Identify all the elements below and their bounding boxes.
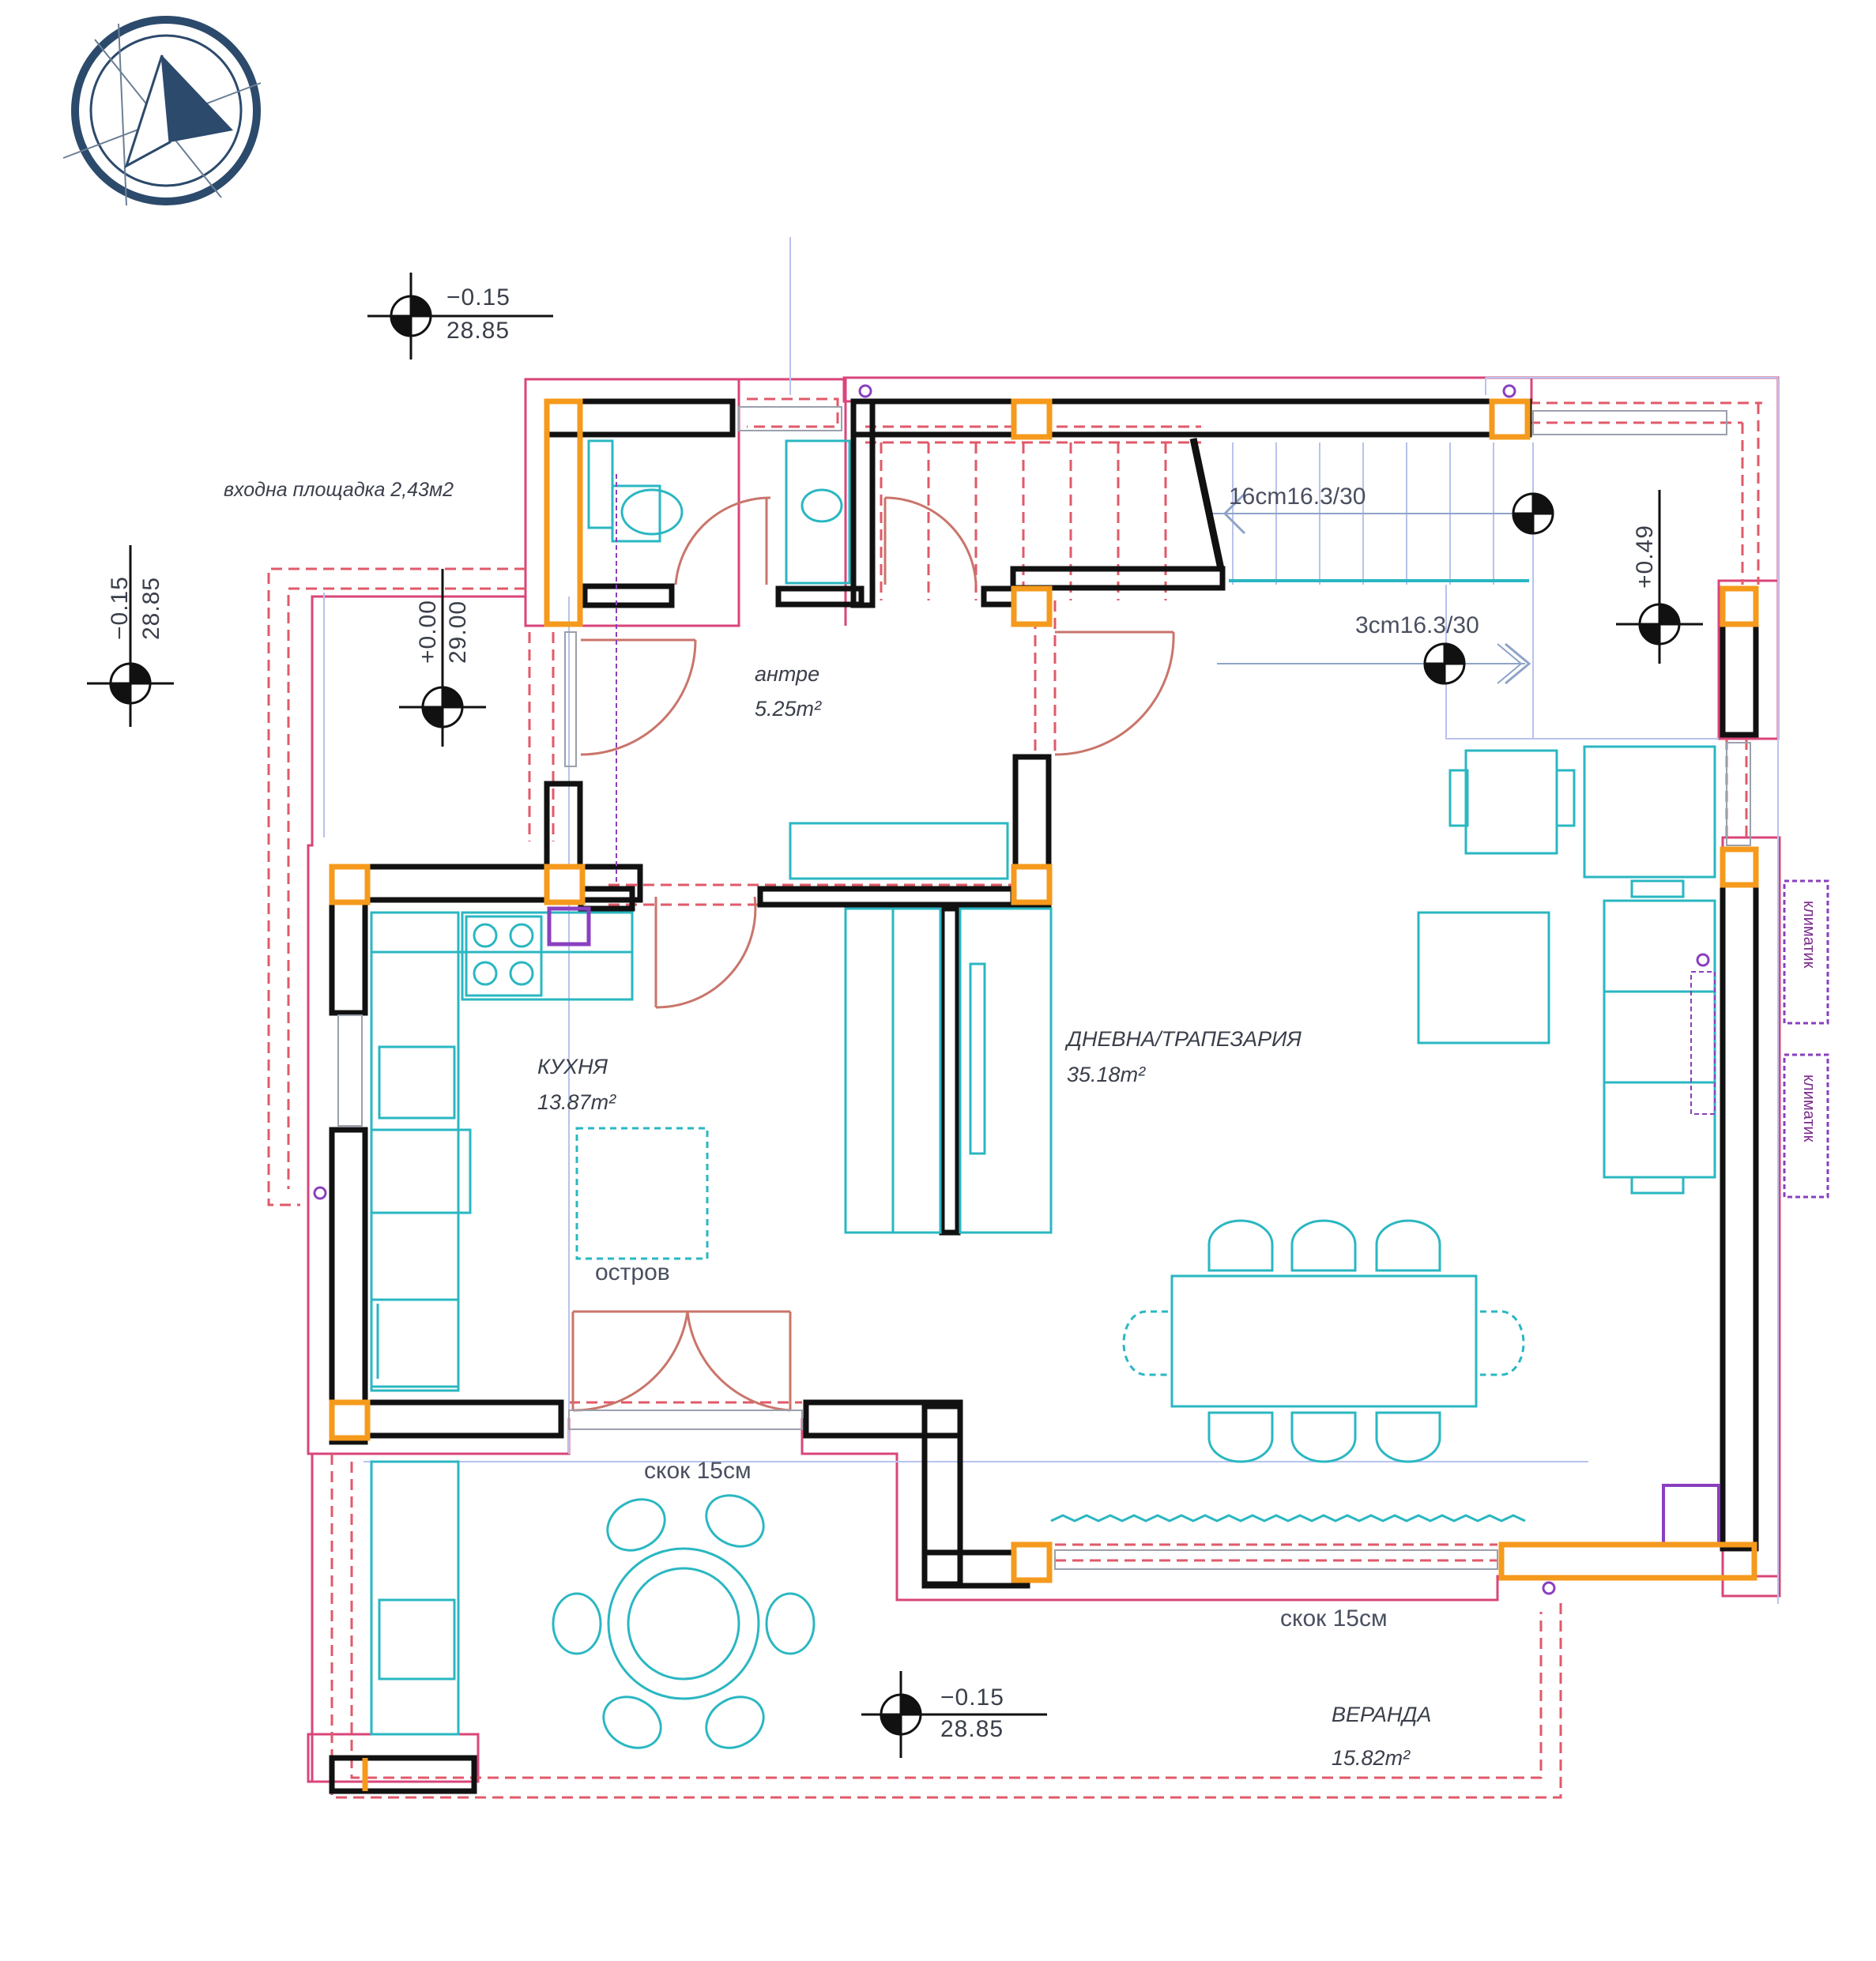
level-markers bbox=[87, 273, 1703, 1758]
step-label-2: скок 15см bbox=[1280, 1605, 1388, 1632]
veranda-area: 15.82m² bbox=[1332, 1746, 1411, 1770]
doors bbox=[571, 496, 1175, 1412]
level-left-rel: −0.15 bbox=[107, 576, 133, 640]
veranda-name: ВЕРАНДА bbox=[1332, 1703, 1432, 1726]
level-marker-left bbox=[87, 545, 174, 727]
stair-lower-label: 3cm16.3/30 bbox=[1355, 612, 1479, 638]
level-veranda-rel: −0.15 bbox=[940, 1684, 1004, 1711]
level-veranda-abs: 28.85 bbox=[940, 1716, 1004, 1742]
level-entrance-rel: +0.00 bbox=[415, 600, 441, 664]
dashed-lines bbox=[267, 397, 1762, 1799]
level-entrance-abs: 29.00 bbox=[445, 600, 471, 664]
entrance-platform-label: входна площадка 2,43м2 bbox=[224, 479, 454, 501]
hall-area: 5.25m² bbox=[755, 697, 822, 721]
purple-details bbox=[313, 384, 1829, 1595]
level-marker-entrance bbox=[399, 569, 486, 747]
level-marker-veranda bbox=[861, 1671, 1047, 1758]
level-top-rel: −0.15 bbox=[446, 284, 510, 311]
island-label: остров bbox=[595, 1259, 670, 1285]
level-left-abs: 28.85 bbox=[138, 576, 164, 640]
living-area: 35.18m² bbox=[1067, 1063, 1146, 1086]
hall-name: антре bbox=[755, 662, 820, 686]
level-stair-rel: +0.49 bbox=[1632, 525, 1658, 589]
kitchen-area: 13.87m² bbox=[537, 1090, 616, 1114]
step-label-1: скок 15см bbox=[644, 1458, 752, 1484]
windows bbox=[337, 406, 1751, 1570]
kitchen-name: КУХНЯ bbox=[537, 1055, 608, 1078]
level-marker-top bbox=[367, 273, 553, 359]
stair-upper-label: 16cm16.3/30 bbox=[1229, 484, 1366, 510]
ac-label-1: климатик bbox=[1800, 901, 1818, 969]
columns bbox=[329, 398, 1759, 1791]
level-top-abs: 28.85 bbox=[446, 318, 510, 344]
living-name: ДНЕВНА/ТРАПЕЗАРИЯ bbox=[1067, 1027, 1302, 1051]
level-marker-stair bbox=[1616, 490, 1703, 664]
ac-label-2: климатик bbox=[1800, 1075, 1818, 1142]
level-marker-stair-2 bbox=[1423, 492, 1554, 685]
staircase bbox=[323, 237, 1779, 1604]
compass-icon bbox=[62, 16, 262, 206]
